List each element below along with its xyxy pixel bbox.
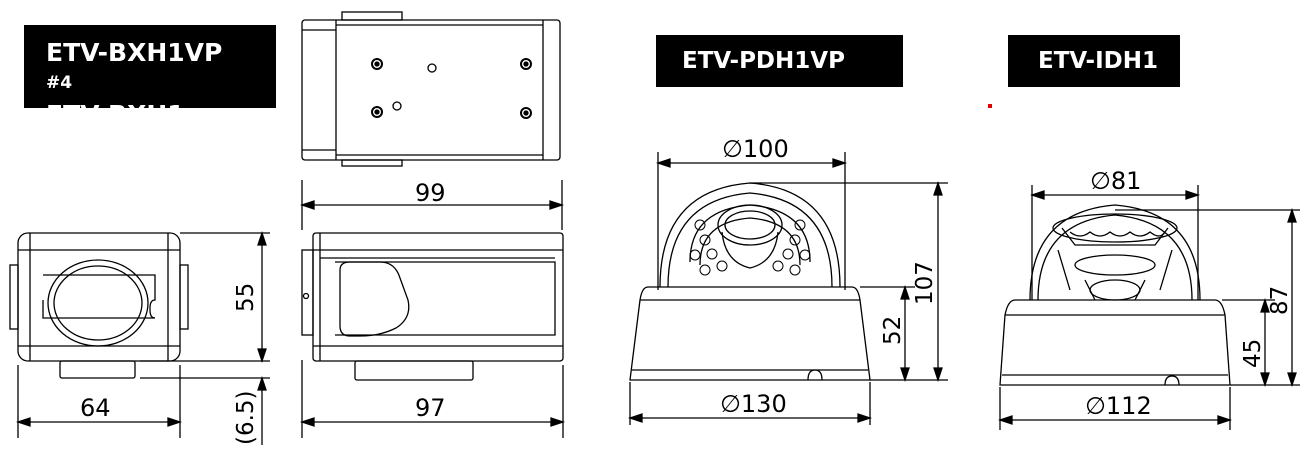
dim-lines-pd <box>627 152 948 425</box>
model-suffix-pdh1vp: #4 <box>682 103 707 122</box>
dim-box-side-length: 97 <box>415 394 446 422</box>
dim-pd-base-dia: ∅130 <box>720 390 787 418</box>
dim-line-64 <box>15 365 183 438</box>
model-name-bxh1vp: ETV-BXH1VP <box>46 38 223 67</box>
dim-line-55 <box>140 230 270 445</box>
dim-box-top-length: 99 <box>415 179 446 207</box>
dim-box-height: 55 <box>233 283 259 312</box>
model-label-pd-dome: ETV-PDH1VP #4 <box>656 35 903 122</box>
dim-pd-dome-dia: ∅100 <box>722 135 789 163</box>
id-dome-camera <box>999 204 1231 386</box>
model-name-bxh1: ETV-BXH1 <box>46 100 185 129</box>
model-name-pdh1vp: ETV-PDH1VP <box>682 48 845 74</box>
dim-lines-id <box>997 185 1300 430</box>
model-label-id-dome: ETV-IDH1 <box>1008 35 1180 87</box>
dim-pd-base-height: 52 <box>880 316 906 345</box>
dim-box-offset: (6.5) <box>233 390 259 445</box>
box-camera-top-view <box>301 11 561 167</box>
model-name-idh1: ETV-IDH1 <box>1038 48 1158 74</box>
accent-dot <box>988 104 992 108</box>
dim-pd-total-height: 107 <box>912 261 938 305</box>
dim-id-total-height: 87 <box>1267 286 1293 315</box>
model-label-box-camera: ETV-BXH1VP #4 ETV-BXH1 <box>24 25 276 129</box>
box-camera-front-view <box>9 232 189 379</box>
dim-line-97 <box>299 360 566 438</box>
dim-line-99 <box>299 180 565 230</box>
box-camera-side-view <box>301 232 564 381</box>
pd-dome-camera <box>629 182 871 381</box>
dim-box-front-width: 64 <box>80 394 111 422</box>
dim-id-base-height: 45 <box>1240 339 1266 368</box>
dim-id-base-dia: ∅112 <box>1085 392 1152 420</box>
model-suffix-bxh1vp: #4 <box>46 73 73 93</box>
dim-id-dome-dia: ∅81 <box>1090 167 1141 195</box>
